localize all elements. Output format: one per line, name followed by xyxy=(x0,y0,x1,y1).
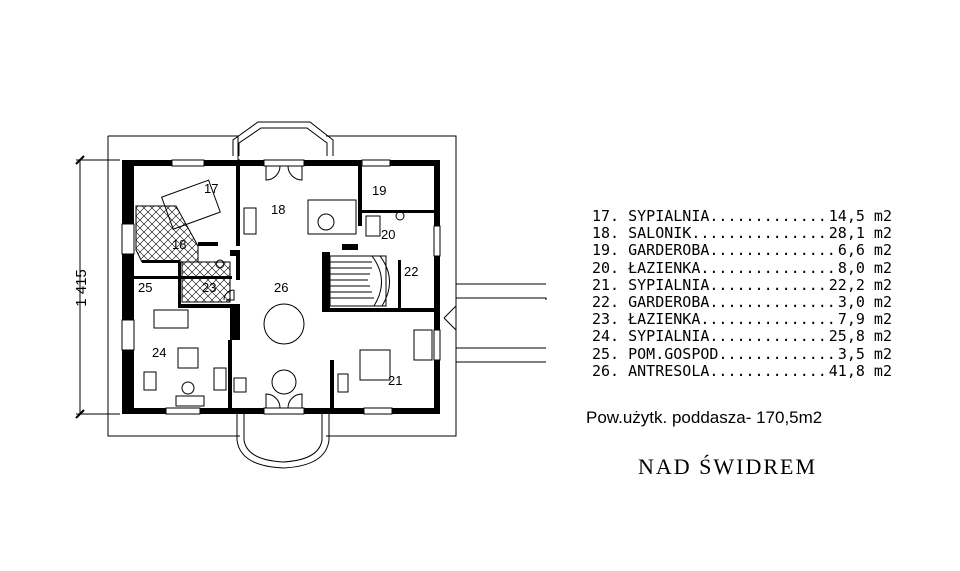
floor-plan: 17 18 19 20 18 22 25 23 26 24 21 xyxy=(75,121,547,469)
project-title: NAD ŚWIDREM xyxy=(638,454,818,479)
legend-row: 17. SYPIALNIA14,5 m2 xyxy=(592,208,892,225)
room-number: 17 xyxy=(204,181,218,196)
legend-row: 20. ŁAZIENKA8,0 m2 xyxy=(592,260,892,277)
room-number: 19 xyxy=(372,183,386,198)
total-area: Pow.użytk. poddasza- 170,5m2 xyxy=(586,408,823,427)
room-number: 25 xyxy=(138,280,152,295)
legend-row: 24. SYPIALNIA25,8 m2 xyxy=(592,328,892,345)
room-number: 18 xyxy=(172,237,186,252)
legend-row: 21. SYPIALNIA22,2 m2 xyxy=(592,277,892,294)
legend-row: 26. ANTRESOLA41,8 m2 xyxy=(592,363,892,380)
legend-row: 25. POM.GOSPOD3,5 m2 xyxy=(592,346,892,363)
room-number: 22 xyxy=(404,264,418,279)
legend-row: 23. ŁAZIENKA7,9 m2 xyxy=(592,311,892,328)
legend-row: 22. GARDEROBA3,0 m2 xyxy=(592,294,892,311)
room-number: 21 xyxy=(388,373,402,388)
legend-row: 18. SALONIK28,1 m2 xyxy=(592,225,892,242)
room-number: 26 xyxy=(274,280,288,295)
room-number: 24 xyxy=(152,345,166,360)
room-number: 23 xyxy=(202,280,216,295)
room-number: 18 xyxy=(271,202,285,217)
legend-row: 19. GARDEROBA6,6 m2 xyxy=(592,242,892,259)
dimension-label: 1 415 xyxy=(73,269,90,307)
room-number: 20 xyxy=(381,227,395,242)
room-legend: 17. SYPIALNIA14,5 m2 18. SALONIK28,1 m2 … xyxy=(592,208,892,380)
